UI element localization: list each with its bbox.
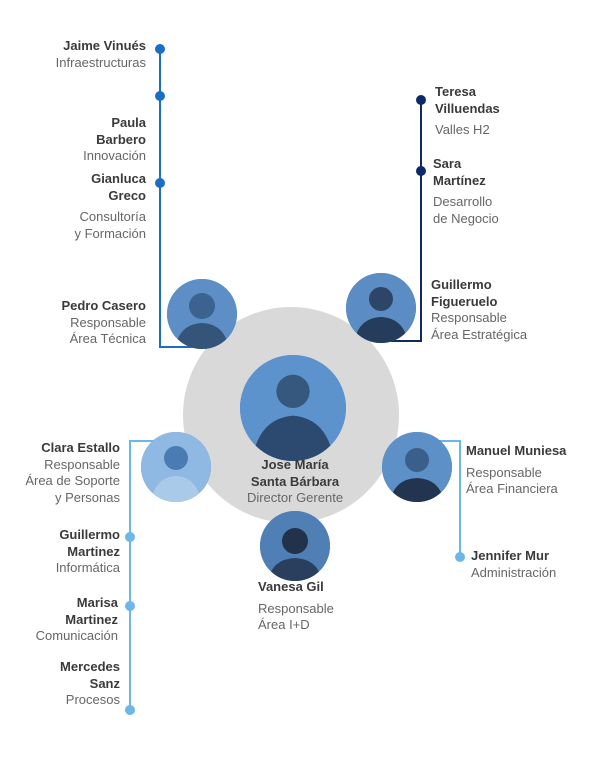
- member-guillermo-martinez: Guillermo Martinez Informática: [55, 527, 120, 575]
- member-marisa-martinez: Marisa Martinez Comunicación: [35, 595, 118, 643]
- photo-pedro-casero: [167, 279, 237, 349]
- node-dot: [155, 178, 165, 188]
- node-dot: [416, 95, 426, 105]
- head-guillermo-figueruelo: Guillermo Figueruelo Responsable Área Es…: [431, 277, 528, 342]
- head-vanesa-gil: Vanesa Gil Responsable Área I+D: [258, 579, 334, 632]
- member-jaime-vinues: Jaime Vinués Infraestructuras: [55, 38, 146, 70]
- member-paula-barbero: Paula Barbero Innovación: [83, 115, 146, 163]
- finance-branch-line: [459, 440, 461, 557]
- member-teresa-villuendas: Teresa Villuendas Valles H2: [435, 84, 500, 137]
- photo-vanesa-gil: [260, 511, 330, 581]
- node-dot: [125, 705, 135, 715]
- node-dot: [155, 91, 165, 101]
- right-branch-connector: [380, 340, 422, 342]
- head-clara-estallo: Clara Estallo Responsable Área de Soport…: [25, 440, 120, 505]
- node-dot: [125, 532, 135, 542]
- left-branch-line: [159, 49, 161, 348]
- right-branch-line: [420, 100, 422, 342]
- member-mercedes-sanz: Mercedes Sanz Procesos: [60, 659, 120, 707]
- member-jennifer-mur: Jennifer Mur Administración: [471, 548, 557, 580]
- photo-guillermo-figueruelo: [346, 273, 416, 343]
- photo-jose-maria-santa-barbara: [240, 355, 346, 461]
- head-manuel-muniesa: Manuel Muniesa Responsable Área Financie…: [466, 443, 567, 496]
- node-dot: [455, 552, 465, 562]
- node-dot: [416, 166, 426, 176]
- node-dot: [155, 44, 165, 54]
- photo-clara-estallo: [141, 432, 211, 502]
- head-pedro-casero: Pedro Casero Responsable Área Técnica: [61, 298, 146, 346]
- left-branch-connector: [159, 346, 205, 348]
- node-dot: [125, 601, 135, 611]
- photo-manuel-muniesa: [382, 432, 452, 502]
- member-sara-martinez: Sara Martínez Desarrollo de Negocio: [433, 156, 499, 226]
- member-gianluca-greco: Gianluca Greco Consultoría y Formación: [74, 171, 146, 241]
- director: Jose María Santa Bárbara Director Gerent…: [246, 457, 344, 505]
- support-branch-line: [129, 440, 131, 711]
